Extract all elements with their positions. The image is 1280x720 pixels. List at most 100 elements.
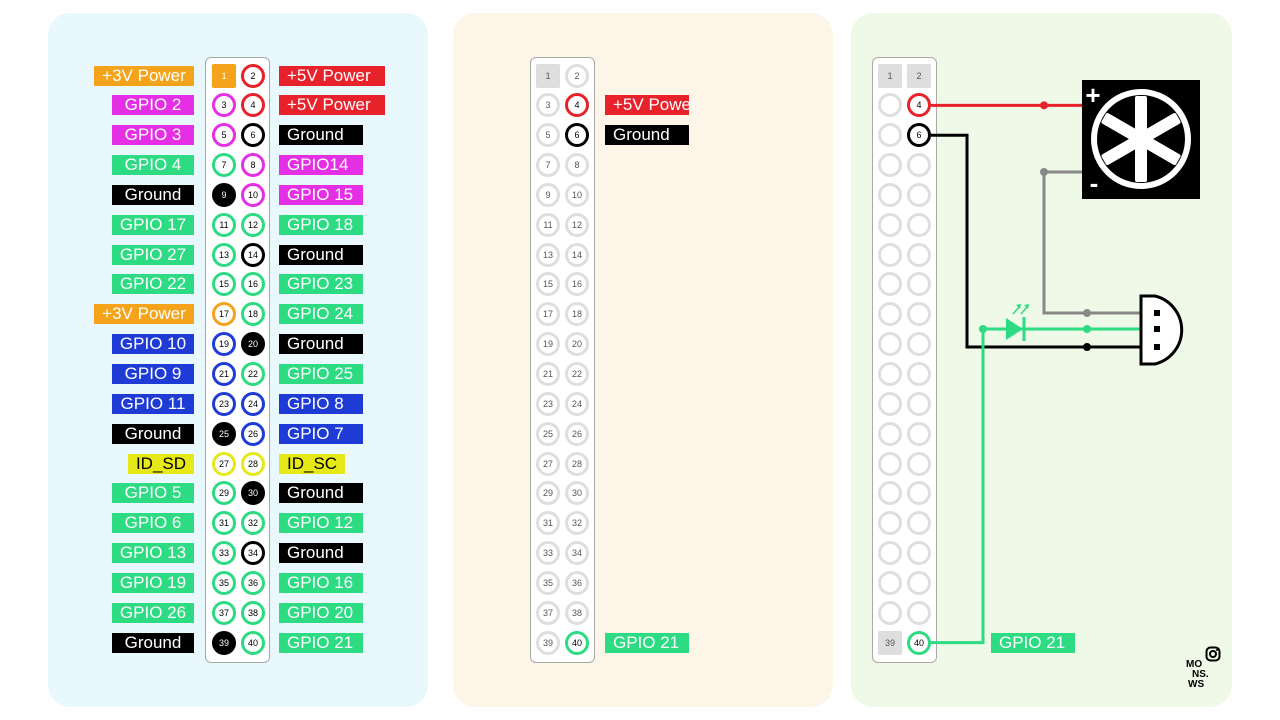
pin-21: 21 [536, 362, 560, 386]
pin-21: 21 [212, 362, 236, 386]
pin-10: 10 [241, 182, 265, 207]
pin-4: 4 [565, 93, 589, 118]
pin-38-label: GPIO 20 [279, 602, 363, 623]
pin-29: 29 [212, 481, 236, 506]
pin-15: 15 [536, 272, 560, 297]
pin-37: 37 [536, 600, 560, 625]
pin-35: 35 [212, 570, 236, 595]
pin-10 [907, 182, 931, 207]
pin-18 [907, 302, 931, 327]
pin-31: 31 [212, 511, 236, 536]
pin-19: 19 [536, 332, 560, 357]
pin-2-label: +5V Power [279, 65, 385, 86]
pin-34: 34 [241, 541, 265, 566]
pin-38 [907, 600, 931, 625]
pin-27-label: ID_SD [128, 453, 194, 474]
pin-23: 23 [536, 391, 560, 416]
pin-27 [878, 451, 902, 476]
pin-34: 34 [565, 541, 589, 566]
pin-9: 9 [536, 182, 560, 207]
pin-4: 4 [241, 93, 265, 118]
pin-10: 10 [565, 182, 589, 207]
pin-27: 27 [212, 451, 236, 476]
pin-29: 29 [536, 481, 560, 506]
pin-3-label: GPIO 2 [112, 95, 194, 116]
pin-15 [878, 272, 902, 297]
pin-30: 30 [241, 481, 265, 506]
pin-5-label: GPIO 3 [112, 125, 194, 146]
pin-39: 39 [536, 630, 560, 655]
pin-6: 6 [241, 123, 265, 148]
pin-39: 39 [212, 630, 236, 655]
pin-12: 12 [565, 212, 589, 237]
pin-23 [878, 391, 902, 416]
pin-35: 35 [536, 570, 560, 595]
pin-17 [878, 302, 902, 327]
pin-20-label: Ground [279, 334, 363, 355]
pin-13-label: GPIO 27 [112, 244, 194, 265]
pin-33: 33 [536, 541, 560, 566]
pin-39: 39 [878, 630, 902, 655]
pin-24: 24 [565, 391, 589, 416]
pin-37 [878, 600, 902, 625]
pin-36: 36 [241, 570, 265, 595]
pin-13 [878, 242, 902, 267]
pin-33 [878, 541, 902, 566]
watermark-line-2: NS. [1192, 669, 1209, 680]
fan-blade-4 [1135, 138, 1147, 182]
pin-38: 38 [241, 600, 265, 625]
pin-5: 5 [536, 123, 560, 148]
pin-7: 7 [536, 153, 560, 178]
pin-30 [907, 481, 931, 506]
pin-22 [907, 362, 931, 386]
pin-9: 9 [212, 182, 236, 207]
pin-32: 32 [565, 511, 589, 536]
pin-15: 15 [212, 272, 236, 297]
pin-32-label: GPIO 12 [279, 513, 363, 534]
pin-7 [878, 153, 902, 178]
pin-24: 24 [241, 391, 265, 416]
pin-6-label: Ground [279, 125, 363, 146]
pin-8 [907, 153, 931, 178]
pin-28: 28 [241, 451, 265, 476]
led-ray-head-1 [1016, 304, 1021, 309]
pin-23: 23 [212, 391, 236, 416]
pin-29 [878, 481, 902, 506]
power-junction [1040, 101, 1048, 110]
pin-20 [907, 332, 931, 357]
pin-16 [907, 272, 931, 297]
pin-14-label: Ground [279, 244, 363, 265]
pin-22-label: GPIO 25 [279, 364, 363, 384]
pin-18: 18 [565, 302, 589, 327]
pin-12 [907, 212, 931, 237]
pin-6: 6 [565, 123, 589, 148]
pin-15-label: GPIO 22 [112, 274, 194, 295]
pin-40: 40 [565, 630, 589, 655]
pin-20: 20 [565, 332, 589, 357]
pin-13: 13 [212, 242, 236, 267]
pin-25: 25 [212, 421, 236, 446]
pin-22: 22 [565, 362, 589, 386]
pin-10-label: GPIO 15 [279, 184, 363, 205]
pin-16: 16 [565, 272, 589, 297]
led-icon [1006, 318, 1023, 340]
pin-17: 17 [212, 302, 236, 327]
pin-4-label: +5V Power [279, 95, 385, 116]
pin-14: 14 [241, 242, 265, 267]
pin-12: 12 [241, 212, 265, 237]
used-pin-40-label: GPIO 21 [605, 632, 689, 653]
pin-17-label: +3V Power [94, 304, 194, 325]
signal-junction [979, 325, 987, 333]
pin-5: 5 [212, 123, 236, 148]
pin-2: 2 [241, 63, 265, 88]
pin-35-label: GPIO 19 [112, 572, 194, 593]
pin-19 [878, 332, 902, 357]
pin-38: 38 [565, 600, 589, 625]
pin-8-label: GPIO14 [279, 155, 363, 176]
pin-12-label: GPIO 18 [279, 214, 363, 235]
pin-1: 1 [536, 63, 560, 88]
sensor-pin-1 [1154, 310, 1160, 316]
pin-1: 1 [212, 63, 236, 88]
pin-40: 40 [907, 630, 931, 655]
fan-minus-wire [1042, 170, 1158, 315]
